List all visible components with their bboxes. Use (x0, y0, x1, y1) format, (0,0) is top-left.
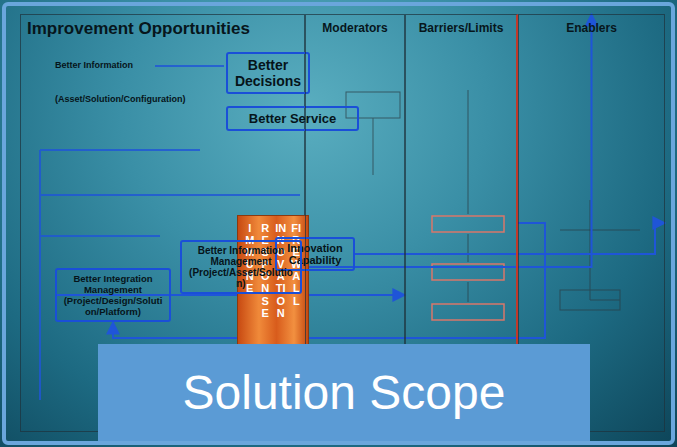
connector (113, 223, 545, 338)
box-text: Better Decisions (233, 57, 303, 89)
mid-line (40, 194, 300, 196)
column-heading: Improvement Opportunities (21, 15, 304, 39)
caption-text: Solution Scope (183, 365, 506, 420)
info-line (155, 65, 224, 67)
column-heading: Enablers (519, 15, 664, 35)
box-text: Better Service (233, 111, 352, 126)
process-box: Better Information Management (Project/A… (180, 240, 302, 294)
box-text: Innovation Capability (282, 242, 348, 266)
barrier-box (432, 304, 504, 320)
moderator-line (373, 118, 374, 175)
enabler-lines (560, 200, 640, 300)
lower-line (40, 235, 160, 237)
barrier-box (432, 216, 504, 232)
process-box: Innovation Capability (275, 237, 355, 271)
note-label: Better Information (55, 60, 133, 70)
moderator-box (346, 92, 400, 118)
note-label: (Asset/Solution/Configuration) (55, 94, 186, 104)
caption-banner: Solution Scope (98, 344, 590, 441)
connector (302, 14, 592, 267)
connector (355, 223, 665, 254)
process-box: Better DecisionsIMMUNERESPONSEINNOVATION… (226, 52, 310, 94)
left-loop-line (39, 150, 41, 400)
barrier-lines (468, 90, 469, 302)
box-text: Better Information Management (Project/A… (187, 245, 295, 289)
box-text: Better Integration Management (Project/D… (62, 273, 164, 317)
process-box: Better ServiceInnovation Capability (226, 106, 359, 131)
process-box: Better Integration Management (Project/D… (55, 268, 171, 322)
enabler-box (560, 290, 620, 310)
upper-line (40, 149, 200, 151)
column-heading: Moderators (306, 15, 404, 35)
column-heading: Barriers/Limits (406, 15, 516, 35)
